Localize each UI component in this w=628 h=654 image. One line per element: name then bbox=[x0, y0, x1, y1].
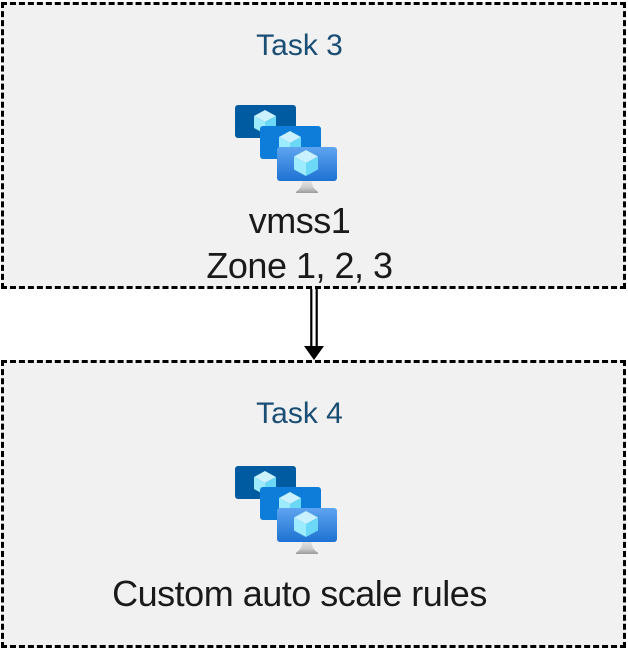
task3-label-line1: vmss1 bbox=[248, 200, 351, 241]
task4-title: Task 4 bbox=[256, 397, 343, 430]
task3-title: Task 3 bbox=[256, 29, 343, 62]
task4-label-line1: Custom auto scale rules bbox=[112, 573, 487, 614]
task3-label-line2: Zone 1, 2, 3 bbox=[206, 245, 393, 286]
task3-box: Task 3 vmss1 Zone 1, 2, 3 bbox=[1, 2, 626, 289]
vm-scale-sets-icon bbox=[235, 105, 339, 197]
task4-box: Task 4 Custom auto scale rules bbox=[1, 360, 626, 648]
vm-scale-sets-icon bbox=[235, 466, 339, 558]
down-arrow-icon bbox=[304, 289, 324, 360]
